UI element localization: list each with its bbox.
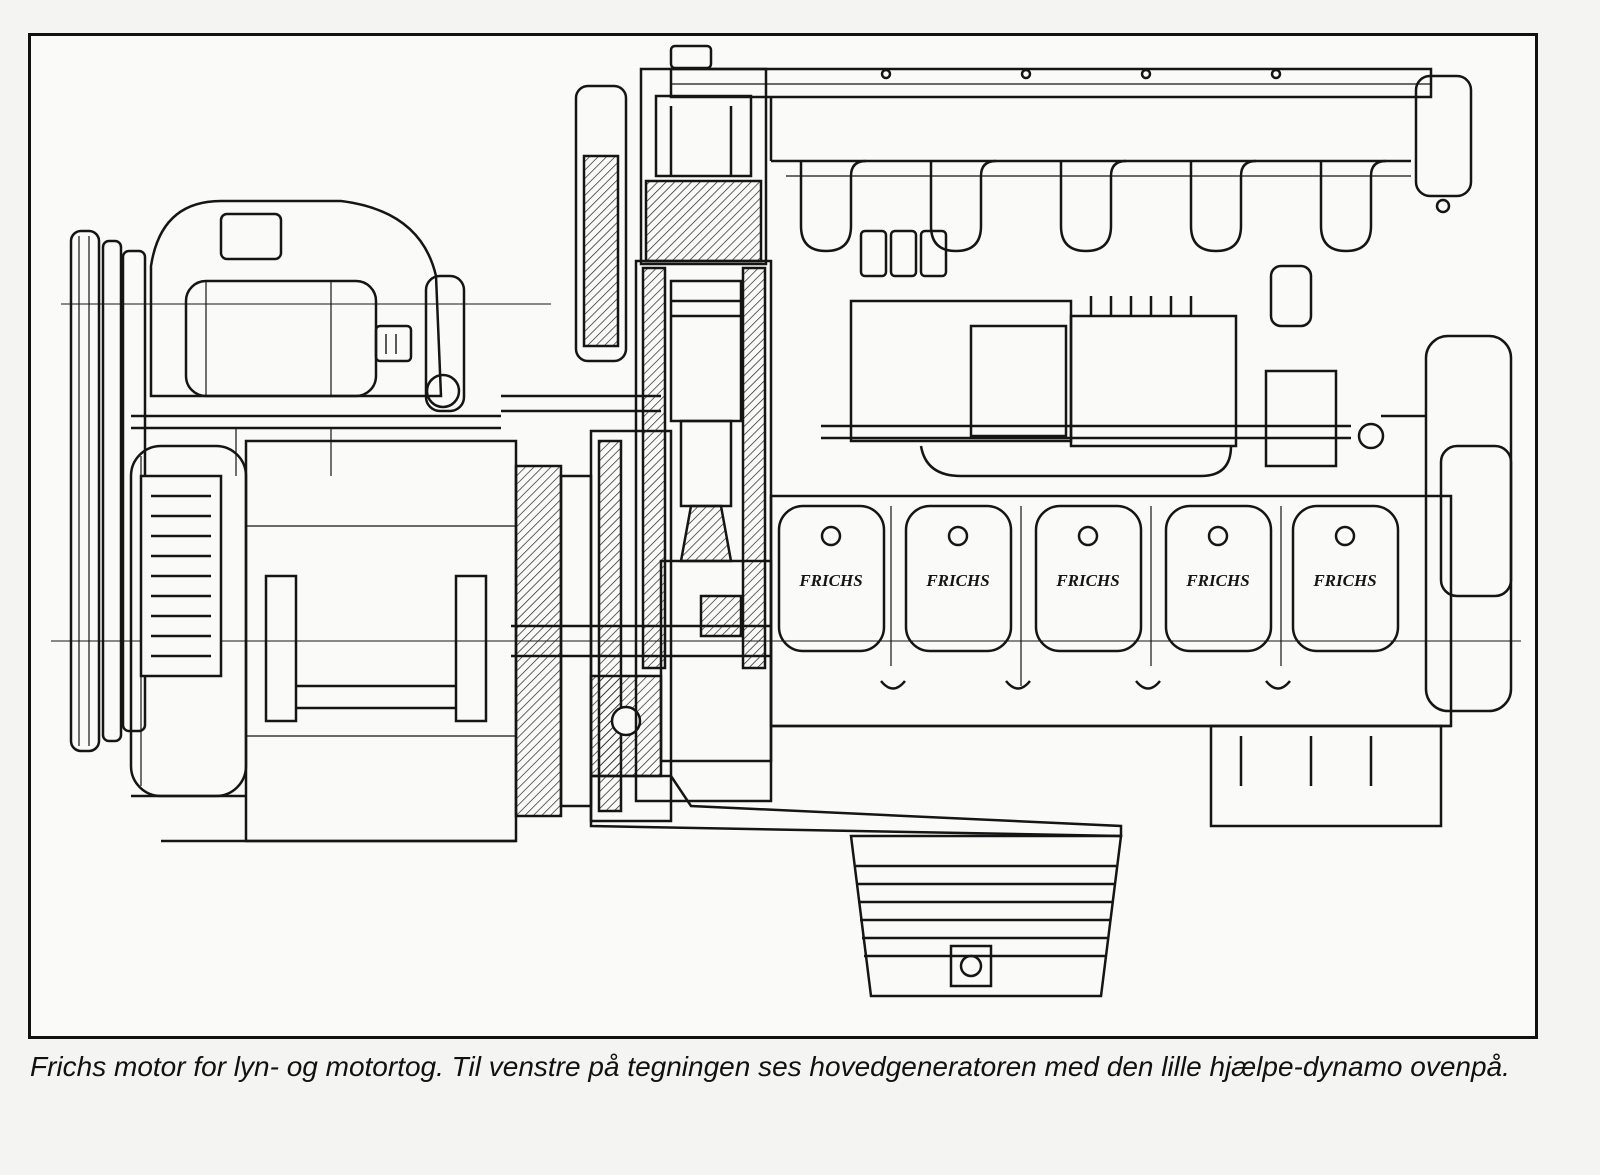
engine-drawing-frame: FRICHS FRICHS FRICHS FRICHS FRICHS xyxy=(28,33,1538,1039)
engine-technical-drawing: FRICHS FRICHS FRICHS FRICHS FRICHS xyxy=(51,44,1521,998)
main-generator xyxy=(69,229,518,843)
auxiliary-dynamo xyxy=(131,199,661,476)
brand-plate-3: FRICHS xyxy=(1055,571,1119,590)
brand-plate-1: FRICHS xyxy=(798,571,862,590)
cylinder-section xyxy=(574,44,1123,838)
crankcase xyxy=(769,494,1453,828)
inspection-doors xyxy=(777,504,1400,690)
injection-pump xyxy=(821,229,1351,478)
brand-plate-5: FRICHS xyxy=(1312,571,1376,590)
oil-sump xyxy=(849,834,1123,998)
brand-plate-2: FRICHS xyxy=(925,571,989,590)
brand-plate-4: FRICHS xyxy=(1185,571,1249,590)
front-cover xyxy=(1357,334,1513,713)
exhaust-manifold xyxy=(669,67,1473,253)
figure-caption: Frichs motor for lyn- og motortog. Til v… xyxy=(30,1051,1510,1082)
